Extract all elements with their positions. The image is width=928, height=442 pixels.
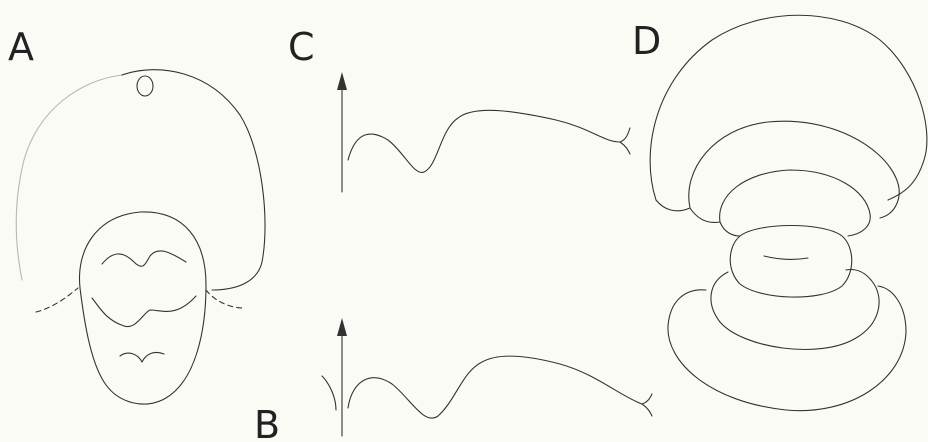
panel-d-center-body — [729, 225, 853, 298]
panel-a-wave-1 — [101, 250, 187, 267]
panel-a-inner-body — [78, 211, 207, 405]
panel-a-wave-3 — [119, 351, 165, 363]
panel-d-arc-top-3-end-left — [719, 221, 741, 237]
panel-c-end-hook — [619, 127, 631, 155]
label-d: D — [632, 19, 661, 63]
panel-d-drawing — [649, 14, 928, 412]
panel-d-arc-bottom-1 — [710, 268, 880, 350]
panel-d-arc-top-outer-end-left — [655, 199, 691, 212]
panel-c-drawing — [337, 72, 631, 193]
panel-a-outer-left — [15, 74, 123, 281]
panel-b-end-hook — [641, 393, 653, 417]
label-b: B — [254, 403, 280, 442]
panel-b-arrowhead — [337, 318, 347, 336]
panel-c-curve — [347, 109, 621, 173]
panel-d-arc-top-2-end-left — [689, 207, 721, 224]
panel-d-arc-top-outer — [649, 14, 928, 201]
panel-a-outer-right — [121, 69, 266, 291]
panel-a-dash-left — [35, 287, 79, 313]
panel-b-drawing — [321, 318, 653, 437]
panel-b-left-hook — [321, 375, 337, 411]
label-c: C — [288, 25, 315, 69]
panel-d-arc-top-3 — [719, 169, 871, 237]
panel-d-arc-bottom-2 — [667, 285, 907, 412]
panel-a-wave-2 — [91, 295, 197, 328]
label-a: A — [8, 25, 34, 69]
panel-d-arc-top-2 — [688, 120, 900, 219]
panel-a-dash-right — [205, 289, 245, 309]
panel-a-pore — [136, 75, 154, 97]
panel-c-arrowhead — [337, 72, 347, 90]
panel-a-drawing — [15, 69, 266, 405]
panel-d-center-line — [763, 255, 809, 260]
panel-b-curve — [347, 355, 643, 419]
